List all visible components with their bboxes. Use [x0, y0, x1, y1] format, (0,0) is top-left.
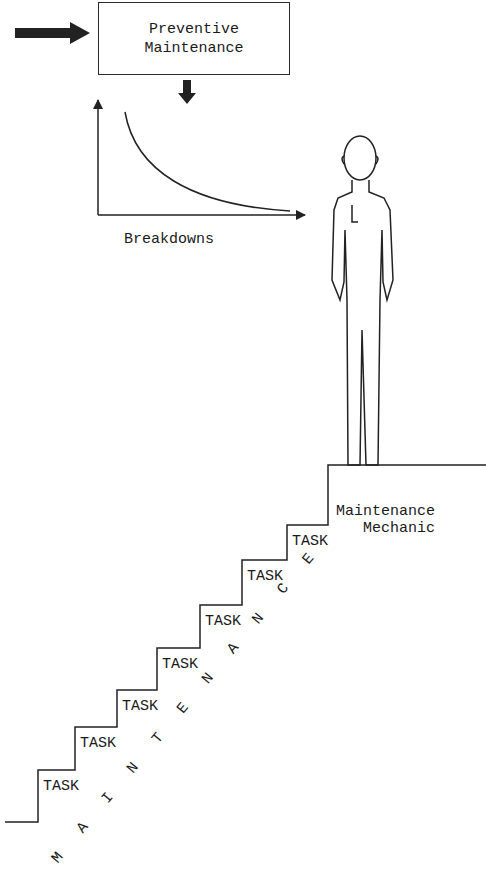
down-arrow — [178, 80, 196, 104]
step-label: TASK — [162, 656, 198, 673]
breakdown-curve — [125, 112, 290, 211]
step-label: TASK — [122, 698, 158, 715]
box-text-group: Preventive Maintenance — [99, 20, 289, 58]
step-label: TASK — [43, 778, 79, 795]
person-figure — [332, 136, 393, 465]
box-text: Preventive Maintenance — [99, 20, 289, 58]
role-label: Maintenance Mechanic — [331, 503, 435, 537]
input-arrow — [15, 22, 90, 44]
axis-label: Breakdowns — [124, 231, 214, 248]
process-box: Preventive Maintenance — [98, 2, 290, 75]
step-label: TASK — [205, 613, 241, 630]
stair-label: MAINTENANCE — [48, 527, 337, 867]
chart-axis — [97, 100, 99, 215]
chart-axis — [98, 214, 305, 216]
step-label: TASK — [80, 735, 116, 752]
